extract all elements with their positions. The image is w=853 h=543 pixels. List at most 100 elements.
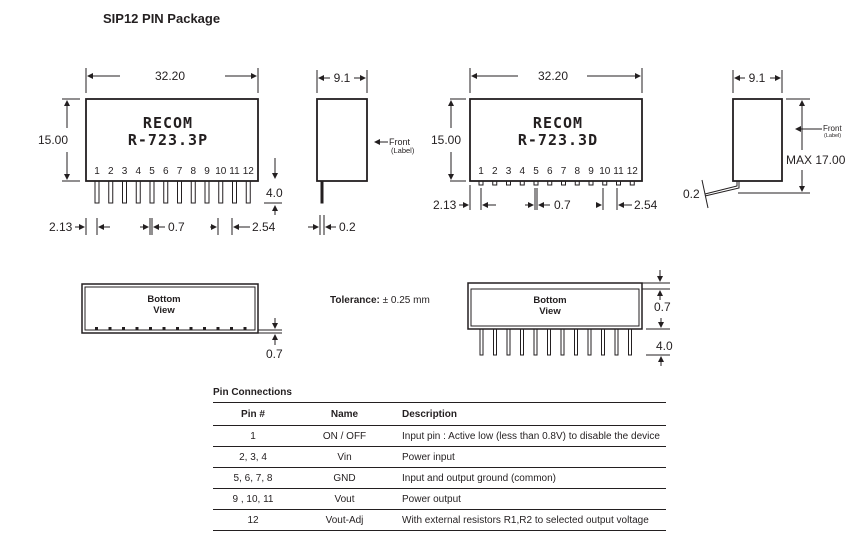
header-description: Description (396, 402, 666, 426)
pin-number: 5 (149, 166, 155, 177)
pin (190, 180, 196, 204)
pins (94, 180, 251, 204)
pin (94, 180, 100, 204)
name-cell: Vout-Adj (293, 509, 396, 531)
pin-number: 3 (506, 166, 512, 177)
pin-dot (162, 327, 166, 330)
view-label: View (539, 306, 561, 317)
pin (245, 180, 251, 204)
label-note: (Label) (391, 146, 415, 155)
pin-number: 11 (229, 166, 240, 177)
pin-number: 5 (533, 166, 539, 177)
pin-number: 3 (122, 166, 128, 177)
pin-width-dimension: 0.7 (168, 220, 185, 234)
tolerance-value: ± 0.25 mm (382, 295, 430, 306)
first-pin-dimension: 2.13 (433, 198, 457, 212)
side-view-p: 9.1 Front (Label) 0.2 (308, 70, 415, 235)
logo-text: RECOM (533, 114, 583, 132)
width-dimension: 32.20 (538, 69, 568, 83)
pin-cell: 5, 6, 7, 8 (213, 467, 293, 489)
description-cell: Power input (396, 446, 666, 468)
pin-dot (149, 327, 152, 330)
pin (560, 328, 565, 356)
pin-dots (95, 327, 247, 330)
smd-pad (519, 180, 525, 186)
pin (601, 328, 605, 356)
smd-pad (616, 180, 621, 186)
pin-number: 12 (627, 166, 639, 177)
page-title: SIP12 PIN Package (103, 11, 221, 26)
pin-length-dimension: 4.0 (656, 339, 673, 353)
pin-width-dimension: 0.7 (554, 198, 571, 212)
tolerance-label: Tolerance: (330, 295, 380, 306)
pin-number: 9 (588, 166, 594, 177)
model-text: R-723.3D (518, 131, 598, 149)
smd-pad (588, 180, 594, 186)
pin-number: 6 (163, 166, 169, 177)
pin-number: 7 (561, 166, 567, 177)
smd-pad (547, 180, 553, 186)
side-width-dimension: 9.1 (749, 71, 766, 85)
name-cell: Vout (293, 488, 396, 510)
bottom-label: Bottom (533, 295, 566, 306)
pin (204, 180, 210, 204)
standoff-dimension: 0.7 (654, 300, 671, 314)
table-header-row: Pin # Name Description (213, 402, 666, 426)
pin-cell: 12 (213, 509, 293, 531)
pin (149, 180, 155, 204)
pin-number: 10 (215, 166, 227, 177)
name-cell: GND (293, 467, 396, 489)
side-view-d: 9.1 MAX 17.00 Front (Label) 0.2 (683, 70, 846, 209)
smd-pad (478, 180, 484, 186)
pin-number: 1 (94, 166, 100, 177)
pin-cell: 2, 3, 4 (213, 446, 293, 468)
pin (479, 328, 484, 356)
height-dimension: 15.00 (431, 133, 461, 147)
pin-cell: 9 , 10, 11 (213, 488, 293, 510)
pin-dot (243, 327, 247, 330)
pin (520, 328, 524, 356)
model-text: R-723.3P (128, 131, 208, 149)
pin (135, 180, 141, 204)
pin-number: 11 (613, 166, 624, 177)
pin-connections-title: Pin Connections (213, 387, 292, 398)
side-width-dimension: 9.1 (334, 71, 351, 85)
pin-dot (203, 327, 206, 330)
pin-number: 2 (108, 166, 114, 177)
pin (574, 328, 578, 356)
pin (177, 180, 182, 204)
smd-pad (492, 180, 498, 186)
pin-thickness-dimension: 0.2 (683, 187, 700, 201)
bottom-view-p: Bottom View 0.7 (81, 283, 283, 361)
max-height-dimension: MAX 17.00 (786, 153, 846, 167)
pin-number: 12 (243, 166, 255, 177)
pin (163, 180, 169, 204)
pin-dot (135, 327, 139, 330)
pin-cell: 1 (213, 425, 293, 447)
front-label: Front (389, 137, 411, 147)
pitch-dimension: 2.54 (634, 198, 658, 212)
standoff-dimension: 0.7 (266, 347, 283, 361)
description-cell: Power output (396, 488, 666, 510)
pin (493, 328, 497, 356)
bottom-view-d: Bottom View 0.7 4.0 (467, 270, 673, 366)
pin-dot (95, 327, 98, 330)
pin (533, 328, 538, 356)
label-note: (Label) (824, 133, 841, 139)
pin (628, 328, 632, 356)
front-label: Front (823, 124, 842, 133)
pin (108, 180, 114, 204)
pin-number: 8 (190, 166, 196, 177)
pin-number: 8 (574, 166, 580, 177)
pin (547, 328, 551, 356)
pin-number: 10 (599, 166, 611, 177)
smd-pad (629, 180, 635, 186)
pin-number: 4 (135, 166, 141, 177)
